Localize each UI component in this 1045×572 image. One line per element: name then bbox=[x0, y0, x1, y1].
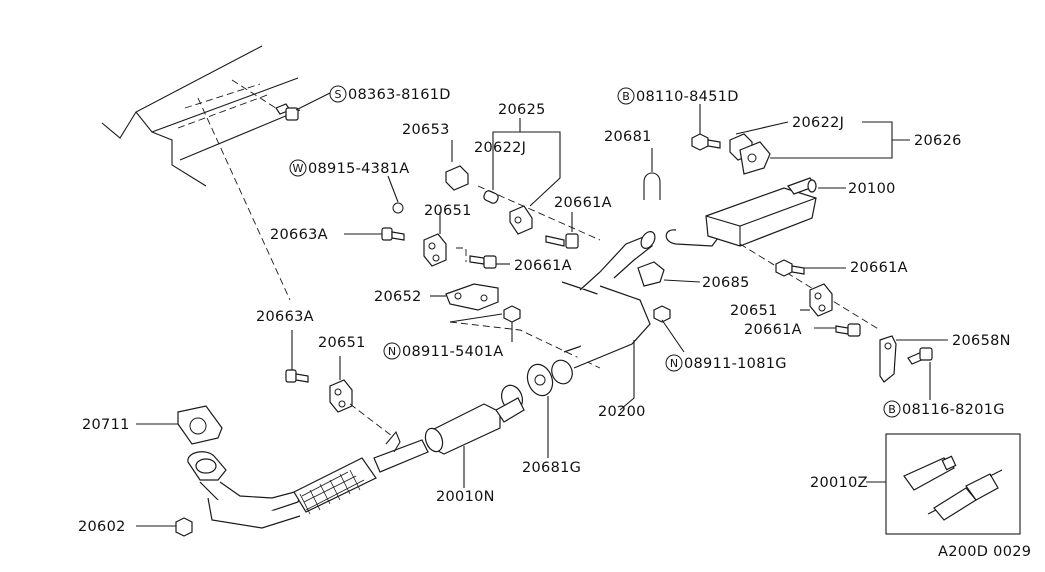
label-08911-a: 08911-5401A bbox=[402, 344, 503, 360]
bolt-20661A-b bbox=[456, 247, 510, 269]
svg-text:N: N bbox=[388, 345, 396, 358]
label-20653: 20653 bbox=[402, 122, 450, 138]
nut-20602 bbox=[136, 517, 193, 537]
label-20711: 20711 bbox=[82, 417, 130, 433]
label-20663A-a: 20663A bbox=[270, 227, 328, 243]
bolt-08363 bbox=[275, 92, 331, 121]
label-20685: 20685 bbox=[702, 275, 750, 291]
label-20651-b: 20651 bbox=[730, 303, 778, 319]
hanger-rubber-20622J bbox=[477, 118, 601, 241]
label-20100: 20100 bbox=[848, 181, 896, 197]
label-08110: 08110-8451D bbox=[636, 89, 739, 105]
rubber-mount-20651-a bbox=[423, 212, 447, 267]
part-labels: 08363-8161D 08110-8451D 08915-4381A 0891… bbox=[78, 87, 1031, 560]
washer-08915 bbox=[387, 175, 404, 214]
rubber-mount-20651-b bbox=[800, 283, 833, 317]
svg-text:W: W bbox=[293, 162, 304, 175]
label-08911-b: 08911-1081G bbox=[684, 356, 787, 372]
nut-08911-a bbox=[503, 305, 521, 342]
label-20658N: 20658N bbox=[952, 333, 1011, 349]
label-20651-a: 20651 bbox=[424, 203, 472, 219]
label-20661A-a: 20661A bbox=[554, 195, 612, 211]
label-20681: 20681 bbox=[604, 129, 652, 145]
label-08116: 08116-8201G bbox=[902, 402, 1005, 418]
label-20622J-b: 20622J bbox=[792, 115, 844, 131]
bolt-20661A-d bbox=[814, 323, 861, 337]
label-08363: 08363-8161D bbox=[348, 87, 451, 103]
label-20622J-a: 20622J bbox=[474, 140, 526, 156]
floor-panel bbox=[101, 45, 301, 301]
label-20661A-d: 20661A bbox=[744, 322, 802, 338]
bolt-20663A-a bbox=[344, 227, 405, 241]
hanger-rubber-20622J-b bbox=[729, 121, 910, 175]
label-20661A-b: 20661A bbox=[514, 258, 572, 274]
bolt-20663A-b bbox=[285, 330, 309, 383]
muffler-20100 bbox=[665, 177, 881, 331]
svg-text:N: N bbox=[670, 357, 678, 370]
bolt-08110 bbox=[691, 104, 721, 151]
label-20010N: 20010N bbox=[436, 489, 495, 505]
u-bolt-20681 bbox=[643, 148, 661, 200]
label-20010Z: 20010Z bbox=[810, 475, 868, 491]
svg-text:S: S bbox=[335, 88, 342, 101]
label-20663A-b: 20663A bbox=[256, 309, 314, 325]
diagram-code: A200D 0029 bbox=[938, 544, 1031, 560]
label-20651-c: 20651 bbox=[318, 335, 366, 351]
label-20602: 20602 bbox=[78, 519, 126, 535]
bracket-20685 bbox=[637, 261, 701, 287]
bracket-20652 bbox=[430, 283, 601, 369]
label-20625: 20625 bbox=[498, 102, 546, 118]
svg-text:B: B bbox=[622, 90, 630, 103]
rubber-mount-20651-c bbox=[329, 356, 393, 437]
label-20626: 20626 bbox=[914, 133, 962, 149]
bolt-20661A-a bbox=[545, 212, 579, 249]
front-pipe-20010N bbox=[187, 397, 525, 529]
label-20681G: 20681G bbox=[522, 460, 581, 476]
label-20200: 20200 bbox=[598, 404, 646, 420]
hanger-20653 bbox=[445, 140, 469, 191]
bracket-20658N bbox=[879, 335, 948, 400]
label-08915: 08915-4381A bbox=[308, 161, 409, 177]
center-pipe-20200 bbox=[561, 231, 656, 411]
nut-08911-b bbox=[653, 305, 685, 353]
bolt-20661A-c bbox=[775, 259, 846, 277]
sealant-kit-20010Z bbox=[866, 433, 1021, 535]
svg-text:B: B bbox=[888, 403, 896, 416]
label-20661A-c: 20661A bbox=[850, 260, 908, 276]
prefix-circles: S B W N N B bbox=[289, 85, 901, 418]
gasket-20711 bbox=[136, 405, 223, 445]
label-20652: 20652 bbox=[374, 289, 422, 305]
